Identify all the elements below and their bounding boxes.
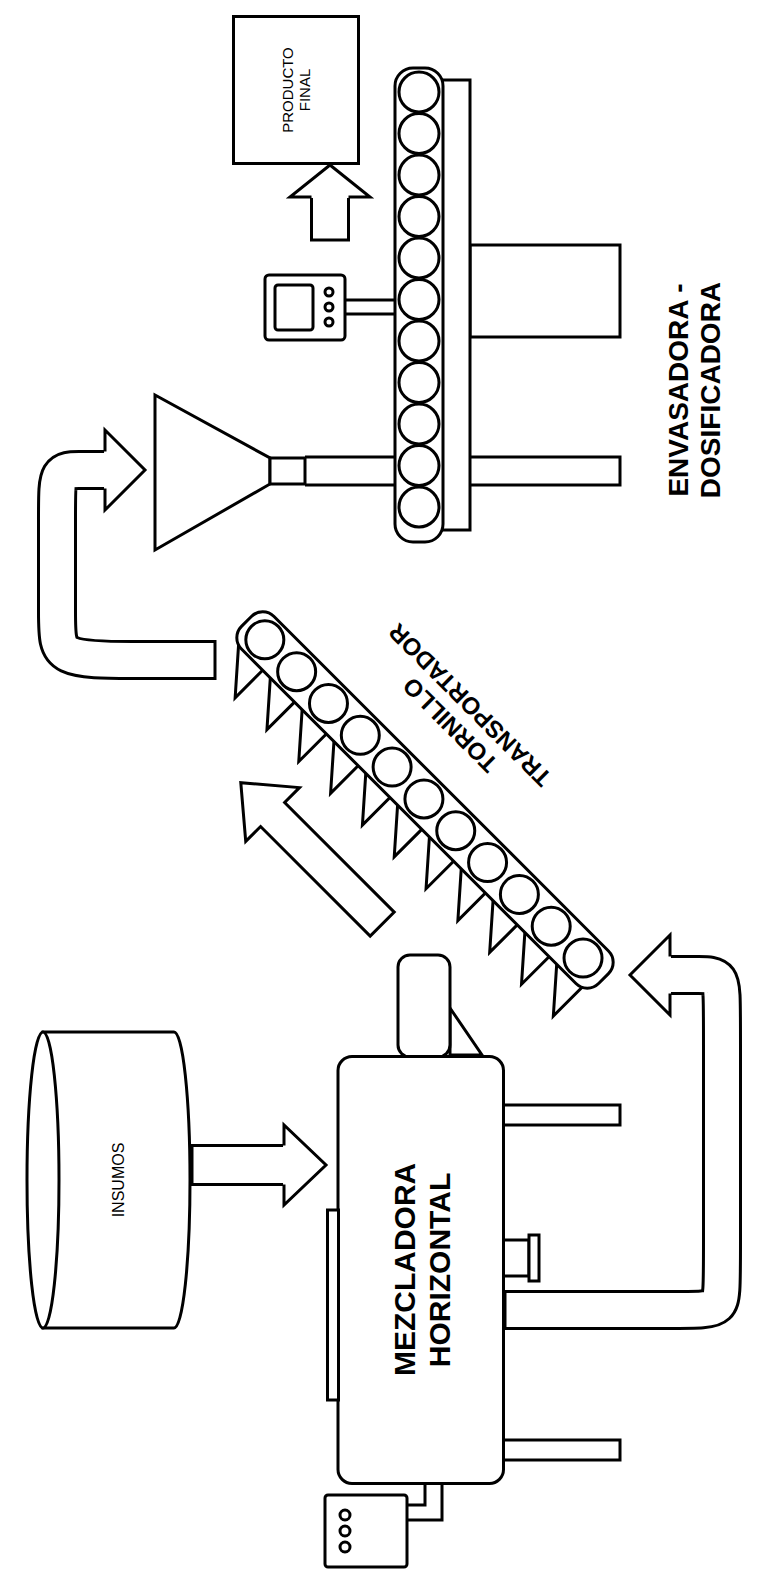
tank-cylinder: INSUMOS <box>25 1030 192 1330</box>
control-pipe <box>407 1484 442 1520</box>
hopper <box>155 395 270 550</box>
outlet-pipe <box>503 1240 529 1276</box>
mixer-tank <box>338 1057 504 1484</box>
control-box <box>325 1495 407 1567</box>
control-button <box>340 1526 350 1536</box>
cylinder-outline <box>25 1030 192 1330</box>
product-box: PRODUCTO FINAL <box>232 15 360 165</box>
motor <box>398 955 450 1057</box>
block-arrow <box>290 165 370 240</box>
roller <box>399 363 439 403</box>
conveyor-belt <box>395 68 443 542</box>
pendant-screen <box>275 285 313 330</box>
node-label: MEZCLADORA HORIZONTAL <box>387 1164 456 1376</box>
hopper-spout <box>270 458 305 484</box>
mixer-motor <box>398 955 482 1057</box>
arrowhead-fill <box>283 1125 326 1205</box>
pendant-button <box>325 303 333 311</box>
arrow-outline <box>505 975 722 1310</box>
arrow-fill <box>505 975 722 1310</box>
arrowhead <box>105 430 145 510</box>
control-pendant <box>265 275 345 340</box>
arrowhead <box>284 1125 326 1205</box>
cylinder-cap <box>27 1032 59 1328</box>
block-arrow <box>505 935 722 1330</box>
roller <box>399 321 439 361</box>
block-arrow <box>192 1125 326 1205</box>
mixer-body: MEZCLADORA HORIZONTAL <box>326 1055 505 1485</box>
machine-stand <box>470 245 620 337</box>
screw-teeth <box>210 643 583 1016</box>
arrowhead <box>630 935 670 1015</box>
pendant-arm <box>345 300 395 314</box>
pendant-button <box>325 318 333 326</box>
direction-arrow <box>214 756 409 951</box>
arrow-fill <box>192 1147 284 1183</box>
roller <box>399 155 439 195</box>
roller <box>399 487 439 527</box>
arrowhead-fill <box>630 935 671 1015</box>
arrow-tail <box>310 239 350 242</box>
outlet-flange <box>529 1235 539 1281</box>
motor-bracket <box>450 1008 482 1055</box>
pendant-button <box>325 288 333 296</box>
mixer-control <box>325 1484 442 1567</box>
leg <box>503 1440 620 1460</box>
arrow-tail <box>214 640 217 680</box>
filling-machine-drawing <box>155 68 620 550</box>
roller <box>399 238 439 278</box>
roller <box>399 404 439 444</box>
conveyor-rollers <box>399 72 439 527</box>
screw-conveyor: TORNILLO TRANSPORTADOR <box>215 590 630 990</box>
arrow-outline <box>192 1144 284 1186</box>
arrow-outline <box>57 470 215 660</box>
leg <box>503 1105 620 1125</box>
screw-flights <box>238 613 610 985</box>
block-arrow <box>57 430 215 680</box>
mixer-legs <box>503 1105 620 1460</box>
cylinder-body <box>43 1032 190 1328</box>
arrowhead <box>290 165 370 197</box>
node-label: INSUMOS <box>109 1143 127 1218</box>
mixer-lid <box>328 1210 339 1400</box>
control-button <box>340 1542 350 1552</box>
mixer-outlet <box>503 1235 539 1281</box>
control-button <box>340 1510 350 1520</box>
filling-machine: ENVASADORA - DOSIFICADORA <box>145 240 740 550</box>
roller <box>399 114 439 154</box>
arrowhead-fill <box>104 430 145 510</box>
arrow-fill <box>57 470 215 660</box>
screw-flight <box>238 613 292 667</box>
arrow-outline <box>310 197 350 240</box>
arrowhead-fill <box>290 165 370 198</box>
conveyor-frame <box>442 80 470 530</box>
roller <box>399 197 439 237</box>
node-label: TORNILLO TRANSPORTADOR <box>363 618 556 811</box>
arrow-fill <box>313 197 347 240</box>
node-label: ENVASADORA - DOSIFICADORA <box>663 255 727 525</box>
roller <box>399 72 439 112</box>
roller <box>399 280 439 320</box>
node-label: PRODUCTO FINAL <box>279 47 314 133</box>
roller <box>399 446 439 486</box>
